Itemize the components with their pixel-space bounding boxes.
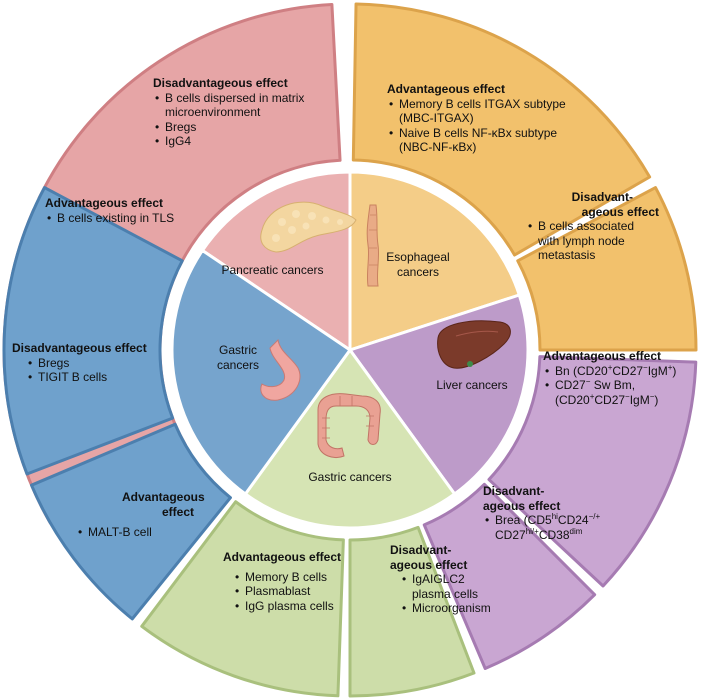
list-item: Memory B cells: [233, 570, 383, 585]
panel-title-line2: ageous effect: [581, 204, 659, 219]
list-item: Bregs: [153, 120, 343, 135]
panel-liver-disadvantageous: Disadvant- ageous effect Brea (CD5hiCD24…: [483, 484, 633, 542]
label-esophageal-cancers: Esophageal cancers: [382, 250, 454, 280]
list-item: IgG4: [153, 134, 343, 149]
list-item: B cells associated with lymph node metas…: [526, 219, 648, 263]
stomach-icon: [260, 338, 301, 401]
panel-title: Advantageous effect: [387, 82, 506, 96]
pancreas-icon: [260, 201, 357, 253]
outer-segment-esophageal-disadvantageous: [516, 186, 698, 352]
panel-title: Advantageous effect: [45, 196, 164, 210]
list-item: MALT-B cell: [76, 525, 216, 540]
panel-gastric-blue-advantageous: Advantageous effect MALT-B cell: [76, 490, 216, 540]
label-pancreatic-cancers: Pancreatic cancers: [221, 263, 324, 277]
liver-icon: [437, 320, 511, 369]
panel-esophageal-disadvantageous: Disadvant- ageous effect B cells associa…: [528, 190, 663, 263]
panel-liver-advantageous: Advantageous effect Bn (CD20+CD27−IgM+) …: [543, 349, 703, 407]
panel-title-line2: ageous effect: [390, 557, 468, 572]
label-esophageal-line2: cancers: [396, 265, 440, 279]
list-item: B cells existing in TLS: [45, 211, 205, 226]
panel-title: Advantageous effect: [543, 349, 662, 363]
panel-title-line2: ageous effect: [483, 498, 561, 513]
inner-pie: [170, 170, 530, 530]
label-gastric-cancers-blue: Gastric cancers: [208, 343, 268, 373]
list-item: Plasmablast: [233, 584, 383, 599]
panel-title-line1: Advantageous: [122, 490, 205, 504]
list-item: Memory B cells ITGAX subtype (MBC-ITGAX): [387, 97, 587, 126]
inner-wedge-esophageal: [348, 170, 521, 352]
list-item: TIGIT B cells: [26, 370, 182, 385]
outer-segment-liver-disadvantageous: [422, 482, 597, 670]
panel-title: Advantageous effect: [223, 550, 342, 564]
list-item: B cells dispersed in matrix microenviron…: [153, 91, 343, 120]
panel-title-line1: Disadvant-: [571, 190, 633, 204]
list-item: Naive B cells NF-κBx subtype (NBC-NF-κBx…: [387, 126, 587, 155]
esophagus-icon: [366, 204, 380, 287]
label-gastric-blue-line1: Gastric: [218, 343, 257, 357]
label-liver-cancers: Liver cancers: [436, 378, 508, 392]
list-item: Brea (CD5hiCD24−/+CD27hi/+CD38dim: [483, 513, 633, 542]
list-item: Microorganism: [400, 601, 510, 616]
list-item: Bregs: [26, 356, 182, 371]
panel-pancreatic-advantageous: Advantageous effect B cells existing in …: [45, 196, 205, 225]
panel-esophageal-advantageous: Advantageous effect Memory B cells ITGAX…: [387, 82, 587, 155]
list-item: IgG plasma cells: [233, 599, 383, 614]
panel-gastric-green-disadvantageous: Disadvant- ageous effect IgAIGLC2 plasma…: [390, 543, 510, 616]
list-item: Bn (CD20+CD27−IgM+): [543, 363, 703, 379]
panel-gastric-blue-disadvantageous: Disadvantageous effect Bregs TIGIT B cel…: [12, 341, 182, 385]
label-gastric-cancers-green: Gastric cancers: [308, 470, 392, 484]
colon-icon: [317, 393, 381, 458]
panel-pancreatic-disadvantageous: Disadvantageous effect B cells dispersed…: [153, 76, 343, 149]
label-gastric-blue-line2: cancers: [216, 358, 260, 372]
panel-gastric-green-advantageous: Advantageous effect Memory B cells Plasm…: [223, 550, 383, 613]
panel-title-line1: Disadvant-: [390, 543, 452, 557]
outer-segment-liver-advantageous: [487, 355, 698, 588]
list-item: CD27− Sw Bm,(CD20+CD27−IgM−): [543, 378, 703, 407]
inner-wedge-gastric-green: [243, 348, 457, 530]
outer-segment-gastric-blue-advantageous: [30, 422, 232, 621]
panel-title-line1: Disadvant-: [483, 484, 545, 498]
panel-title: Disadvantageous effect: [12, 341, 147, 355]
panel-title: Disadvantageous effect: [153, 76, 288, 90]
list-item: IgAIGLC2 plasma cells: [400, 572, 502, 601]
label-esophageal-line1: Esophageal: [386, 250, 450, 264]
panel-title-line2: effect: [162, 504, 195, 519]
